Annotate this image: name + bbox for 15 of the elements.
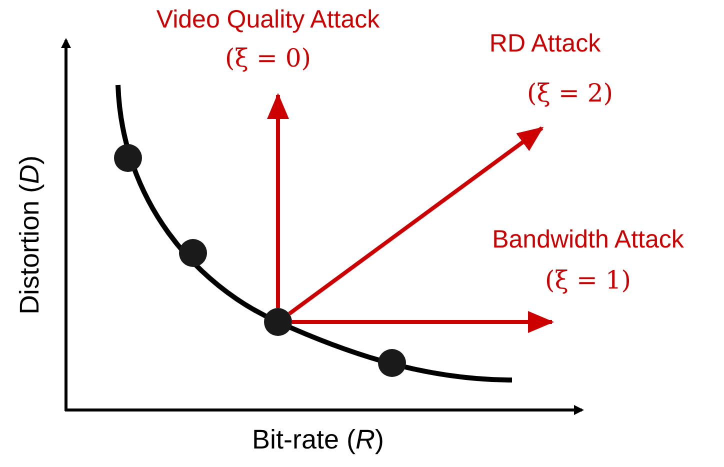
data-point — [179, 239, 207, 267]
data-point — [264, 308, 292, 336]
attack-label: Video Quality Attack — [156, 8, 380, 32]
axis-title: Distortion (D) — [16, 155, 44, 315]
xi-value: (ξ = 0) — [224, 46, 312, 70]
xi-value: (ξ = 1) — [544, 268, 632, 292]
arrow — [267, 93, 289, 308]
axis-title: Bit-rate (R) — [252, 426, 384, 454]
arrow — [292, 311, 554, 333]
data-point — [378, 349, 406, 377]
attack-label: RD Attack — [489, 32, 601, 56]
xi-value: (ξ = 2) — [526, 80, 614, 106]
data-point — [114, 144, 142, 172]
attack-label: Bandwidth Attack — [492, 228, 684, 252]
arrow — [288, 126, 544, 316]
